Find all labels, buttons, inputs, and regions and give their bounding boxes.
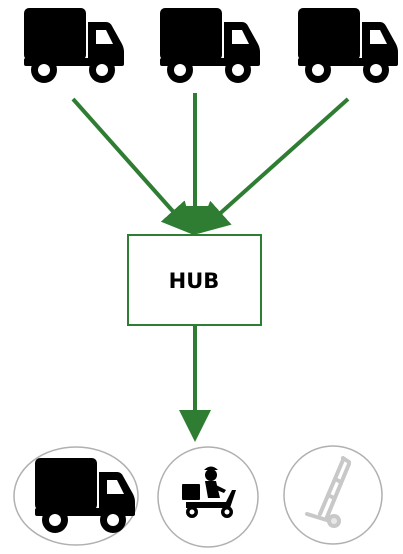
hub-box [127,234,262,326]
source-truck-1 [24,8,124,83]
destination-truck [13,446,139,546]
destination-scooter [157,446,259,548]
truck-icon [24,8,124,83]
source-truck-3 [298,8,398,83]
truck-icon [298,8,398,83]
destination-circle [283,445,383,545]
hub-label: HUB [169,269,220,293]
source-truck-2 [160,8,260,83]
hand-truck-wheel [327,514,341,528]
truck-icon [160,8,260,83]
destination-hand-truck [283,445,383,545]
inbound-arrows [71,93,350,238]
arrow-from-truck-1 [71,97,194,235]
hand-truck-icon [305,456,351,523]
delivery-scooter-icon [182,466,236,518]
hub-node: HUB [127,234,262,326]
arrow-from-truck-3 [197,97,350,234]
